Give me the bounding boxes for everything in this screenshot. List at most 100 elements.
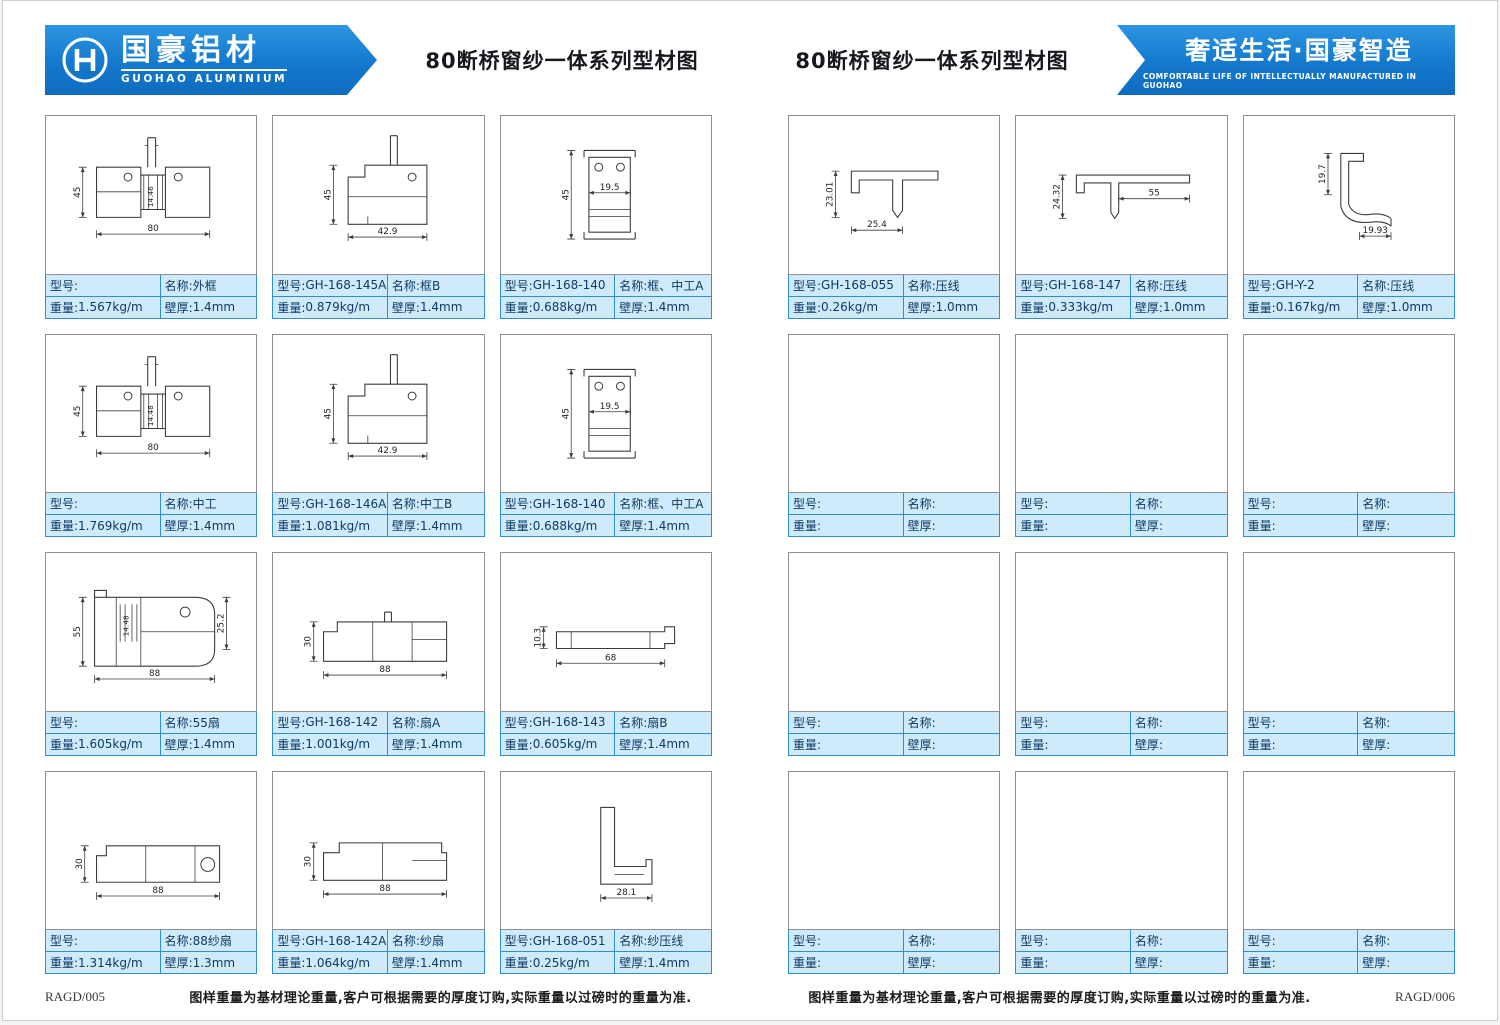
model-label: 型号: — [50, 497, 79, 511]
svg-text:19.93: 19.93 — [1362, 226, 1387, 236]
name-cell: 名称:纱扇 — [386, 930, 484, 951]
weight-value: 0.605kg/m — [532, 737, 598, 751]
brand-subtitle: GUOHAO ALUMINIUM — [121, 69, 287, 85]
brand-block: 国豪铝材 GUOHAO ALUMINIUM — [45, 25, 377, 95]
name-cell: 名称: — [1129, 930, 1227, 951]
footer: RAGD/005 图样重量为基材理论重量,客户可根据需要的厚度订购,实际重量以过… — [45, 987, 1455, 1007]
weight-cell: 重量: — [1016, 732, 1130, 755]
brand-text: 国豪铝材 GUOHAO ALUMINIUM — [121, 35, 287, 85]
profile-drawing — [1015, 770, 1228, 930]
name-label: 名称: — [391, 715, 420, 730]
name-cell: 名称:外框 — [159, 274, 257, 296]
name-label: 名称: — [391, 278, 420, 293]
model-cell: 型号: — [1243, 711, 1358, 733]
svg-text:45: 45 — [561, 408, 571, 419]
name-cell: 名称:中工 — [159, 493, 257, 514]
model-value: GH-168-146A — [305, 496, 387, 511]
model-cell: 型号: — [1016, 711, 1130, 733]
thickness-cell: 壁厚: — [1129, 951, 1227, 973]
model-cell: 型号: — [789, 493, 903, 514]
thickness-label: 壁厚: — [619, 737, 648, 752]
weight-value: 0.25kg/m — [532, 955, 590, 970]
thickness-label: 壁厚: — [619, 300, 648, 315]
model-label: 型号: — [793, 934, 822, 948]
weight-value: 1.605kg/m — [78, 737, 143, 751]
model-cell: 型号:GH-168-142A — [273, 930, 387, 951]
name-cell: 名称:扇B — [614, 711, 711, 733]
thickness-value: 1.0mm — [1390, 300, 1433, 314]
name-cell: 名称: — [1129, 493, 1227, 514]
svg-text:10.3: 10.3 — [533, 628, 543, 648]
spec-table: 型号: 名称:中工重量:1.769kg/m 壁厚:1.4mm — [45, 492, 258, 537]
model-cell: 型号: — [1243, 493, 1358, 514]
name-value: 纱压线 — [647, 934, 684, 948]
svg-text:42.9: 42.9 — [378, 446, 398, 456]
spec-table: 型号:名称:重量:壁厚: — [1015, 710, 1228, 756]
weight-label: 重量: — [504, 300, 533, 315]
thickness-cell: 壁厚: — [1357, 951, 1454, 973]
svg-text:88: 88 — [380, 884, 392, 894]
name-label: 名称: — [619, 715, 648, 730]
name-value: 88纱扇 — [192, 934, 232, 948]
thickness-cell: 壁厚:1.0mm — [1357, 295, 1454, 318]
model-cell: 型号: — [1016, 493, 1130, 514]
thickness-cell: 壁厚:1.4mm — [159, 514, 257, 536]
thickness-label: 壁厚: — [1134, 956, 1163, 970]
svg-text:55: 55 — [73, 626, 83, 637]
svg-text:28.1: 28.1 — [616, 888, 636, 898]
weight-label: 重量: — [277, 300, 306, 315]
slogan-block: 奢适生活·国豪智造 COMFORTABLE LIFE OF INTELLECTU… — [1117, 25, 1455, 95]
svg-text:30: 30 — [304, 636, 314, 648]
weight-label: 重量: — [50, 519, 79, 533]
thickness-cell: 壁厚:1.4mm — [614, 951, 711, 973]
name-cell: 名称:扇A — [386, 711, 484, 733]
model-cell: 型号:GH-168-140 — [500, 493, 615, 514]
profile-drawing — [788, 770, 1001, 930]
svg-text:45: 45 — [73, 187, 83, 198]
weight-cell: 重量:1.081kg/m — [273, 514, 387, 536]
name-value: 外框 — [192, 278, 217, 293]
weight-value: 1.081kg/m — [305, 518, 371, 533]
name-label: 名称: — [1362, 934, 1391, 948]
weight-cell: 重量: — [1016, 951, 1130, 973]
weight-cell: 重量:0.26kg/m — [789, 295, 903, 318]
model-cell: 型号:GH-Y-2 — [1243, 274, 1358, 296]
model-label: 型号: — [504, 934, 533, 948]
model-label: 型号: — [1247, 715, 1276, 730]
name-label: 名称: — [907, 715, 936, 730]
thickness-cell: 壁厚:1.4mm — [159, 295, 257, 318]
svg-text:42.9: 42.9 — [378, 227, 398, 237]
name-label: 名称: — [391, 497, 420, 511]
weight-cell: 重量: — [789, 732, 903, 755]
name-label: 名称: — [391, 934, 420, 948]
name-label: 名称: — [1362, 497, 1391, 511]
svg-text:23.01: 23.01 — [826, 182, 836, 207]
weight-cell: 重量:0.333kg/m — [1016, 295, 1130, 318]
weight-value: 1.769kg/m — [78, 518, 143, 533]
svg-text:30: 30 — [75, 858, 85, 870]
thickness-value: 1.4mm — [192, 737, 236, 751]
model-cell: 型号:GH-168-055 — [789, 274, 903, 296]
weight-value: 0.26kg/m — [821, 300, 879, 314]
spec-table: 型号:名称:重量:壁厚: — [1242, 929, 1455, 974]
thickness-label: 壁厚: — [1134, 519, 1163, 533]
svg-text:25.2: 25.2 — [217, 614, 227, 634]
name-cell: 名称:框B — [386, 274, 484, 296]
model-label: 型号: — [1020, 934, 1049, 948]
